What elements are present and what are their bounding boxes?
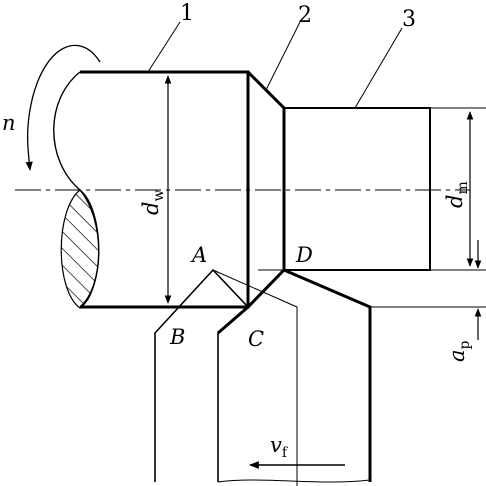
- rotation-arrow: [25, 44, 101, 171]
- break-section-hatch: [60, 189, 100, 309]
- label-D: D: [295, 243, 313, 267]
- tool-base-curve: [217, 479, 371, 483]
- label-n: n: [2, 111, 16, 135]
- previous-tool-position: [212, 269, 298, 486]
- label-part2: 2: [298, 3, 312, 28]
- cutting-edge: [217, 268, 372, 482]
- label-part1: 1: [180, 1, 194, 26]
- label-A: A: [190, 243, 207, 267]
- label-part3: 3: [402, 7, 416, 32]
- leader-3: [354, 27, 403, 109]
- label-C: C: [248, 327, 264, 351]
- label-B: B: [169, 325, 185, 349]
- cutting-tool-outline: [154, 268, 250, 482]
- label-vf: vf: [270, 433, 289, 461]
- label-dw: dw: [139, 190, 167, 215]
- transient-surface-outline: [246, 70, 286, 270]
- leader-1: [147, 21, 181, 73]
- label-ap: ap: [445, 340, 473, 362]
- label-dm: dm: [443, 181, 471, 208]
- leader-2: [265, 21, 301, 91]
